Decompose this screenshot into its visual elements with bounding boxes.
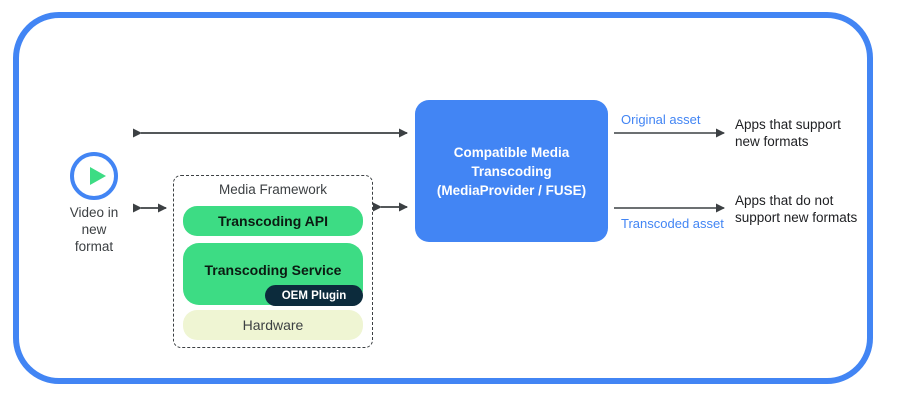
edge-label-transcoded-asset: Transcoded asset	[621, 216, 724, 231]
compatible-media-transcoding-label: Compatible Media Transcoding (MediaProvi…	[436, 144, 587, 198]
badge-oem-plugin[interactable]: OEM Plugin	[265, 285, 363, 306]
media-framework-title: Media Framework	[218, 182, 328, 197]
badge-oem-plugin-label: OEM Plugin	[281, 289, 347, 302]
play-triangle-icon	[90, 167, 106, 185]
edge-label-original-asset: Original asset	[621, 112, 701, 127]
layer-hardware[interactable]: Hardware	[183, 310, 363, 340]
layer-transcoding-service-label: Transcoding Service	[204, 262, 342, 278]
layer-hardware-label: Hardware	[242, 317, 304, 333]
target-apps-not-supporting: Apps that do not support new formats	[735, 193, 858, 225]
media-framework-group	[173, 175, 373, 348]
video-play-icon	[70, 152, 118, 200]
target-apps-supporting: Apps that support new formats	[735, 117, 841, 149]
layer-transcoding-api[interactable]: Transcoding API	[183, 206, 363, 236]
compatible-media-transcoding-box[interactable]: Compatible Media Transcoding (MediaProvi…	[415, 100, 608, 242]
layer-transcoding-api-label: Transcoding API	[218, 213, 328, 229]
video-source-label: Video in new format	[69, 205, 119, 254]
